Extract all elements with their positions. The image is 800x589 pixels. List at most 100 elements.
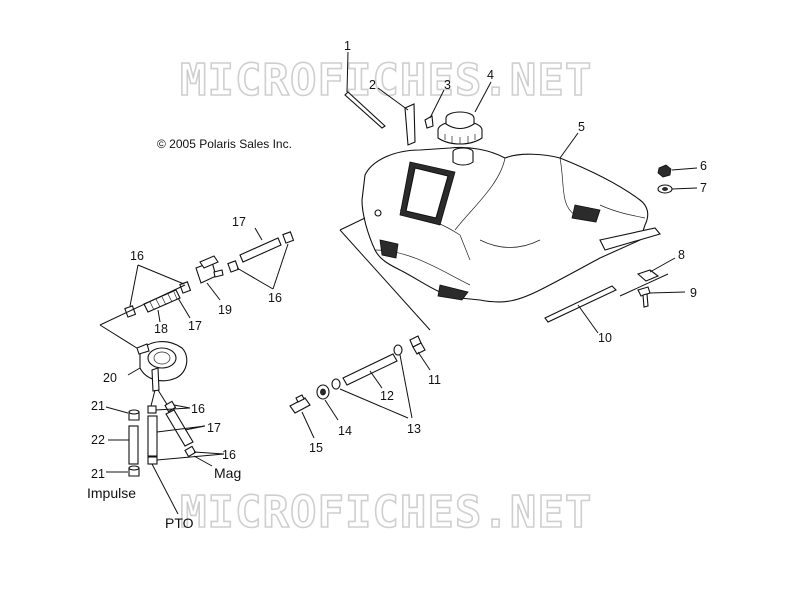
copyright-text: © 2005 Polaris Sales Inc.: [157, 137, 292, 151]
callout-15: 15: [309, 441, 323, 455]
callout-1: 1: [344, 39, 351, 53]
callout-17-upper: 17: [232, 215, 246, 229]
leader-group-top: [99, 284, 186, 326]
leader-tank-left: [339, 217, 366, 231]
part-22-hose: [128, 425, 139, 465]
leader-16-left-a: [137, 264, 185, 285]
callout-17-mid: 17: [188, 319, 202, 333]
part-10-strip: [544, 285, 617, 323]
leader-6: [671, 167, 698, 171]
part-16-clamp-right-a: [227, 260, 240, 273]
callout-2: 2: [369, 78, 376, 92]
callout-6: 6: [700, 159, 707, 173]
callout-3: 3: [444, 78, 451, 92]
leader-4: [474, 81, 492, 113]
part-19-shutoff-valve: [195, 255, 224, 284]
part-16-clamp-bottom-a: [147, 456, 158, 465]
leader-mag: [193, 455, 213, 467]
part-16-clamp-left-b: [124, 305, 137, 318]
part-21-fitting-upper: [128, 409, 140, 421]
leader-tank-bottom: [339, 229, 431, 331]
callout-9: 9: [690, 286, 697, 300]
part-13-clamp-upper: [393, 344, 403, 356]
part-6-nut: [657, 164, 672, 178]
leader-5: [559, 132, 579, 159]
watermark-bottom: MICROFICHES.NET: [180, 487, 592, 538]
leader-13-b: [339, 388, 409, 419]
part-11-fitting: [409, 335, 426, 355]
part-18-spring-hose: [143, 289, 181, 313]
part-8-plate: [636, 269, 660, 282]
callout-4: 4: [487, 68, 494, 82]
part-21-fitting-lower: [128, 465, 140, 477]
leader-pto: [151, 463, 179, 515]
callout-8: 8: [678, 248, 685, 262]
part-17-hose-angled: [165, 409, 194, 447]
part-13-clamp-lower: [331, 378, 341, 390]
leader-12: [369, 370, 383, 389]
callout-21-lower: 21: [91, 467, 105, 481]
leader-2: [377, 87, 409, 111]
callout-18: 18: [154, 322, 168, 336]
leader-group-left: [99, 324, 141, 351]
part-17-hose-upper: [239, 237, 282, 263]
callout-10: 10: [598, 331, 612, 345]
leader-1: [346, 51, 349, 93]
callout-19: 19: [218, 303, 232, 317]
callout-14: 14: [338, 424, 352, 438]
callout-11: 11: [428, 373, 441, 387]
part-7-washer-hole: [662, 187, 668, 191]
label-mag: Mag: [214, 465, 241, 481]
part-9-bolt-shank: [642, 293, 649, 308]
part-12-fuel-line: [342, 353, 398, 386]
leader-21-upper: [105, 406, 129, 414]
leader-16-right-a: [236, 267, 274, 290]
part-1-rod: [344, 91, 386, 129]
callout-16-outlet: 16: [191, 402, 205, 416]
part-15-valve: [289, 394, 311, 414]
callout-16-left: 16: [130, 249, 144, 263]
part-3-clip: [424, 115, 434, 129]
leader-16-left-b: [129, 264, 139, 307]
part-20-fuel-pump: [136, 341, 188, 392]
label-impulse: Impulse: [87, 485, 136, 501]
callout-16-right: 16: [268, 291, 282, 305]
leader-17-upper: [254, 227, 263, 241]
callout-12: 12: [380, 389, 394, 403]
leader-20: [127, 367, 141, 376]
part-2-strap: [404, 103, 416, 146]
callout-13: 13: [407, 422, 421, 436]
leader-16-bottom: [156, 451, 225, 461]
leader-13-a: [399, 354, 413, 419]
callout-21-upper: 21: [91, 399, 105, 413]
callout-7: 7: [700, 181, 707, 195]
leader-3: [429, 89, 445, 119]
watermark-top: MICROFICHES.NET: [180, 55, 592, 106]
leader-7: [671, 187, 698, 190]
leader-17-lower: [156, 425, 206, 433]
leader-8-axis: [619, 273, 669, 297]
callout-5: 5: [578, 120, 585, 134]
callout-20: 20: [103, 371, 117, 385]
callout-22: 22: [91, 433, 105, 447]
leader-15: [301, 411, 315, 439]
part-16-clamp-right-b: [282, 231, 295, 244]
leader-18: [157, 309, 161, 323]
part-16-clamp-outlet-a: [147, 405, 157, 414]
leader-17-mid: [177, 297, 191, 319]
part-16-clamp-left-a: [179, 281, 192, 294]
leader-14: [324, 399, 339, 421]
leader-16-right-b: [272, 243, 289, 290]
fuel-tank: [361, 146, 661, 303]
part-4-fuel-cap: [437, 111, 483, 145]
part-14-grommet: [316, 384, 330, 400]
label-pto: PTO: [165, 515, 194, 531]
leader-16-outlet: [155, 404, 191, 411]
leader-19: [206, 282, 221, 301]
leader-8: [649, 257, 676, 273]
leader-9: [649, 291, 686, 294]
callout-17-lower: 17: [207, 421, 221, 435]
part-17-hose-vertical: [147, 415, 158, 457]
